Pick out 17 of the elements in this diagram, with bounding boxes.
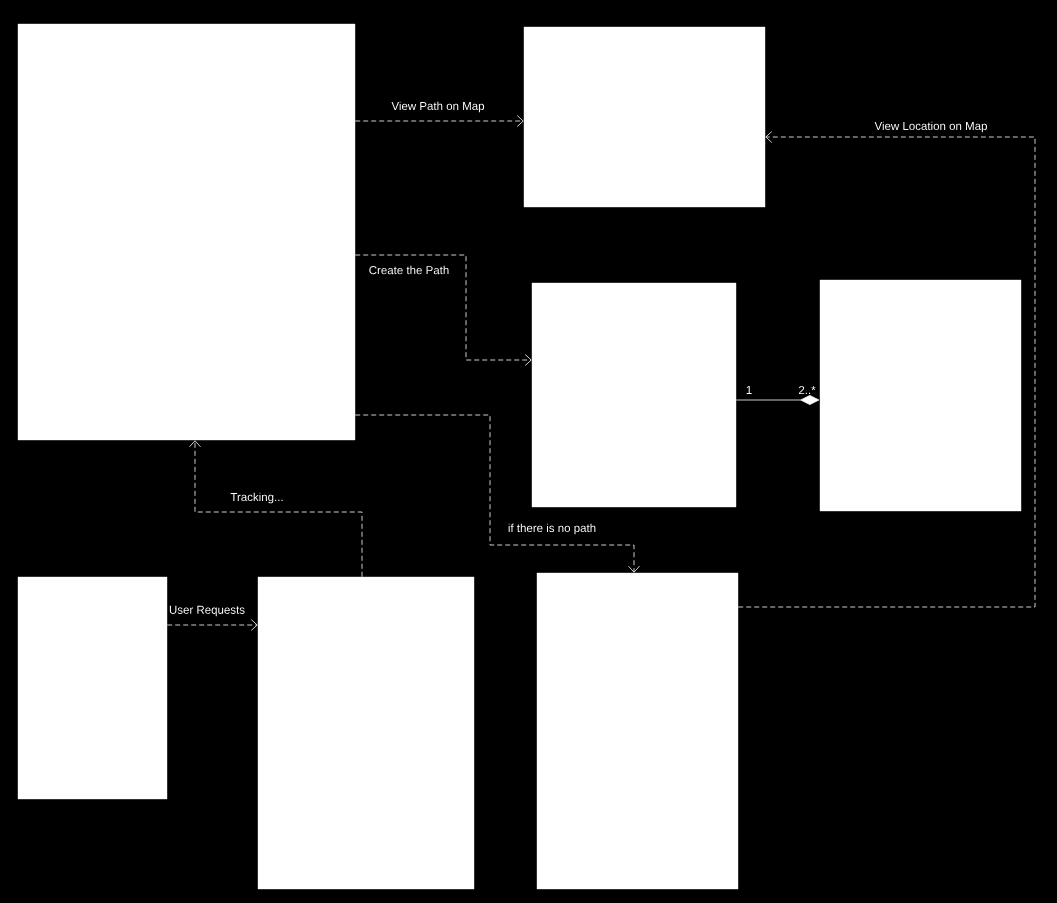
dependency-arrow (189, 440, 363, 578)
class-box (523, 26, 766, 208)
dependency-arrow (166, 619, 258, 631)
class-box (17, 576, 168, 800)
class-box (17, 23, 356, 441)
class-box (531, 282, 737, 508)
class-box (536, 572, 739, 890)
composition-line (735, 395, 820, 405)
class-box (819, 279, 1022, 512)
multiplicity-label: 2..* (797, 385, 817, 395)
dependency-arrow (354, 254, 532, 366)
edge-label: Create the Path (367, 264, 451, 276)
multiplicity-label: 1 (744, 385, 754, 395)
dependency-arrow (354, 115, 524, 127)
class-box (257, 576, 475, 890)
dependency-arrow (737, 131, 1036, 608)
dependency-arrow (354, 414, 640, 573)
